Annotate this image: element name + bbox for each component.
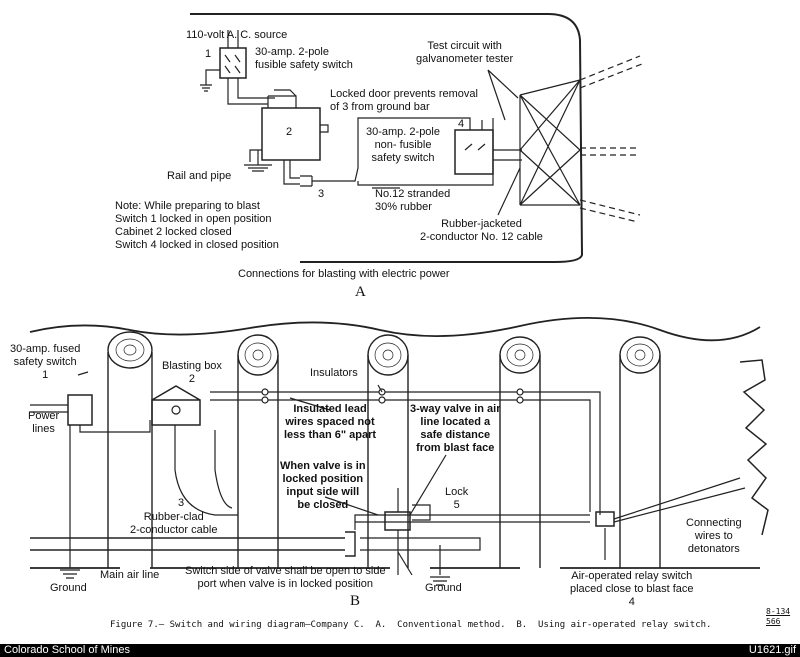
stamp: 8-134 566 <box>766 607 791 626</box>
lead-wires-b <box>210 391 601 515</box>
footer-bar: Colorado School of Mines U1621.gif <box>0 644 800 657</box>
valve-label: 3-way valve in air line located a safe d… <box>410 403 501 454</box>
power-lines-label: Power lines <box>28 410 60 435</box>
ground-mid-label: Ground <box>425 582 462 594</box>
rail-pipe-label: Rail and pipe <box>167 170 232 182</box>
blast-face-b <box>739 359 769 536</box>
locked-door-label: Locked door prevents removal of 3 from g… <box>330 88 478 113</box>
cabinet-2-number: 2 <box>286 126 293 138</box>
cabinet-2 <box>261 107 321 161</box>
switch-4-box <box>454 129 494 175</box>
letter-a: A <box>355 284 366 300</box>
drill-holes-a <box>579 55 643 223</box>
blasting-box-b <box>151 385 201 426</box>
footer-source: Colorado School of Mines <box>4 644 130 656</box>
blasting-box-label: Blasting box 2 <box>162 360 222 385</box>
letter-b: B <box>350 593 361 609</box>
connecting-wires-label: Connecting wires to detonators <box>686 517 742 555</box>
switch-side-label: Switch side of valve shall be open to si… <box>185 565 386 590</box>
locked-position-label: When valve is in locked position input s… <box>280 460 366 511</box>
test-circuit-label: Test circuit with galvanometer tester <box>416 40 514 65</box>
fused-switch-label: 30-amp. fused safety switch 1 <box>10 343 81 381</box>
tunnel-roof-b <box>29 317 761 342</box>
switch-1-number: 1 <box>205 48 212 60</box>
three-way-valve <box>384 511 411 531</box>
rubber-clad-label: Rubber-clad 2-conductor cable <box>130 511 218 536</box>
insulators-label: Insulators <box>310 367 358 379</box>
relay-switch-4 <box>595 511 615 527</box>
footer-filename: U1621.gif <box>748 644 796 656</box>
fused-switch-1-b <box>67 394 93 426</box>
switch-1-box <box>219 47 247 79</box>
lock-label: Lock 5 <box>445 486 469 511</box>
rubber-jacketed-label: Rubber-jacketed 2-conductor No. 12 cable <box>420 218 543 243</box>
detonator-web-a <box>519 79 581 206</box>
switch-1-label: 30-amp. 2-pole fusible safety switch <box>255 46 353 71</box>
caption-a: Connections for blasting with electric p… <box>238 268 450 280</box>
figure-caption: Figure 7.— Switch and wiring diagram—Com… <box>110 620 712 630</box>
main-air-line <box>30 531 356 557</box>
cable-3-number-b: 3 <box>178 497 185 509</box>
timber-posts <box>107 331 661 568</box>
cable-3-number: 3 <box>318 188 325 200</box>
source-label: 110-volt A. C. source <box>186 29 288 41</box>
note-label: Note: While preparing to blast Switch 1 … <box>115 200 279 251</box>
ground-left-label: Ground <box>50 582 87 594</box>
switch-4-label: 30-amp. 2-pole non- fusible safety switc… <box>366 126 440 164</box>
stranded-wire-label: No.12 stranded 30% rubber <box>375 188 451 213</box>
relay-switch-label: Air-operated relay switch placed close t… <box>570 570 694 608</box>
lead-wires-label: Insulated lead wires spaced not less tha… <box>284 403 377 441</box>
switch-4-number: 4 <box>458 118 465 130</box>
main-air-line-label: Main air line <box>100 569 160 581</box>
